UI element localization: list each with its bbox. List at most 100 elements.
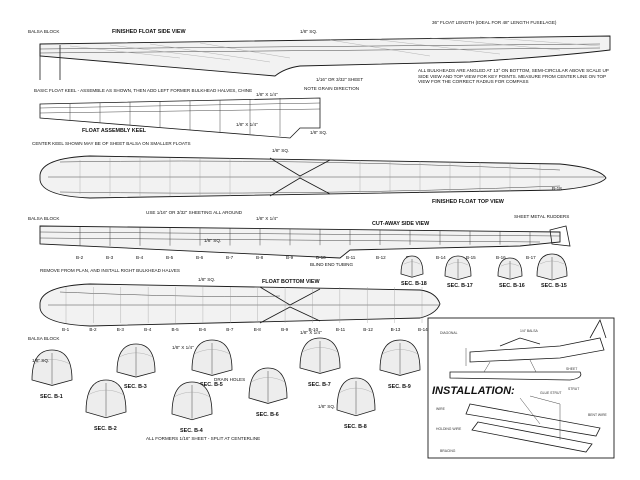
front-sections-sq-a: 1/8" SQ. [32,358,49,363]
front-section-former [248,367,288,404]
bottom-view-sq: 1/8" SQ. [198,277,215,282]
rear-section-former [497,257,523,280]
cutaway-station-label: B-5 [166,255,174,260]
svg-text:STRUT: STRUT [568,387,579,391]
former-grain [88,389,124,395]
front-section-label: SEC. B-8 [344,424,367,430]
rear-section-label: SEC. B-17 [447,283,473,289]
rear-section-label: SEC. B-16 [499,283,525,289]
bottom-station-label: B-3 [117,327,125,332]
front-section-label: SEC. B-2 [94,426,117,432]
front-section-former [379,339,421,376]
cutaway-hull [39,225,561,259]
cutaway-station-label: B-2 [76,255,84,260]
float-length-note: 36" FLOAT LENGTH (IDEAL FOR 48" LENGTH F… [432,20,557,25]
bulkhead-note: ALL BULKHEADS ARE ANGLED AT 13° ON BOTTO… [418,68,609,85]
keel-title: FLOAT ASSEMBLY KEEL [82,128,147,134]
front-sections-formers-note: ALL FORMERS 1/16" SHEET - SPLIT AT CENTE… [146,436,260,441]
former-grain [447,262,469,266]
cutaway-station-label: B-11 [346,255,356,260]
front-section-former [31,349,73,386]
cutaway-strip: 1/8" X 1/4" [256,216,278,221]
cutaway-remove-note: REMOVE FROM PLAN, AND INSTALL RIGHT BULK… [40,268,180,273]
keel-center-note: CENTER KEEL SHOWN MAY BE OF SHEET BALSA … [32,141,191,146]
top-view-station: B-18 [552,186,562,191]
svg-text:BENT WIRE: BENT WIRE [588,413,608,417]
former-grain [119,352,153,357]
side-view-grain: NOTE GRAIN DIRECTION [304,86,359,91]
front-section-label: SEC. B-4 [180,428,203,434]
bottom-station-label: B-7 [226,327,234,332]
cutaway-station-label: B-8 [256,255,264,260]
front-section-label: SEC. B-9 [388,384,411,390]
rear-section-label: SEC. B-15 [541,283,567,289]
svg-text:HOLDING WIRE: HOLDING WIRE [436,427,462,431]
side-view-sheet: 1/16" OR 3/32" SHEET [316,77,363,82]
bulkhead-note-box: ALL BULKHEADS ARE ANGLED AT 13° ON BOTTO… [418,68,609,85]
side-view-balsa-block: BALSA BLOCK [28,29,60,34]
cutaway-station-label: B-10 [316,255,326,260]
cutaway-station-label: B-6 [196,255,204,260]
former-grain [403,261,421,265]
rear-section-former [400,255,424,278]
bottom-station-label: B-9 [281,327,289,332]
bottom-station-label: B-2 [89,327,97,332]
cutaway-rudders: SHEET METAL RUDDERS [514,214,569,219]
cutaway-station-label: B-14 [436,255,446,260]
cutaway-station-label: B-3 [106,255,114,260]
former-grain [174,391,210,397]
keel-outline [39,97,321,139]
former-grain [382,349,418,354]
bottom-station-label: B-11 [336,327,346,332]
side-view: BALSA BLOCK FINISHED FLOAT SIDE VIEW 1/8… [28,29,611,91]
cutaway-tubing: BLIND END TUBING [310,262,353,267]
side-view-hull [39,35,611,77]
svg-text:SHEET: SHEET [566,367,577,371]
bottom-view-strip: 1/8" X 1/4" [300,330,322,335]
front-section-label: SEC. B-3 [124,384,147,390]
former-grain [251,377,285,382]
cutaway-station-label: B-9 [286,255,294,260]
cutaway-sq: 1/8" SQ. [204,238,221,243]
bottom-station-label: B-14 [418,327,428,332]
cutaway-station-label: B-17 [526,255,536,260]
front-sections-drain: DRAIN HOLES [214,377,245,382]
cutaway-balsa-block: BALSA BLOCK [28,216,60,221]
front-section-label: SEC. B-6 [256,412,279,418]
svg-text:1/4" BALSA: 1/4" BALSA [520,329,539,333]
front-section-label: SEC. B-5 [200,382,223,388]
keel-basic-note: BASIC FLOAT KEEL - ASSEMBLE AS SHOWN, TH… [34,88,252,93]
bottom-station-label: B-10 [308,327,318,332]
front-section-former [191,339,233,376]
front-section-label: SEC. B-1 [40,394,63,400]
svg-text:DIAGONAL: DIAGONAL [440,331,458,335]
rear-section-former [536,253,568,281]
bottom-station-label: B-12 [363,327,373,332]
side-view-title: FINISHED FLOAT SIDE VIEW [112,29,186,35]
keel-strip-a: 1/8" X 1/4" [256,92,278,97]
installation-inset: DIAGONAL 1/4" BALSA SHEET STRUT WIRE HOLDIN… [427,317,615,459]
front-section-former [171,381,213,421]
front-section-former [336,377,376,417]
front-sections-sq-b: 1/8" SQ. [318,404,335,409]
front-sections-strip: 1/8" X 1/4" [172,345,194,350]
cutaway-station-label: B-16 [496,255,506,260]
svg-text:WIRE: WIRE [436,407,446,411]
installation-title: INSTALLATION: [432,385,515,397]
bottom-view-title: FLOAT BOTTOM VIEW [262,279,321,285]
front-section-former [85,379,127,419]
cutaway-station-label: B-4 [136,255,144,260]
former-grain [34,359,70,364]
former-grain [539,260,565,265]
top-view-sq: 1/8" SQ. [272,148,289,153]
rear-section-former [444,255,472,281]
cutaway-view: B-2B-3B-4B-5B-6B-7B-8B-9B-10B-11B-12B-13… [28,214,571,273]
cutaway-station-label: B-12 [376,255,386,260]
bottom-station-label: B-8 [254,327,262,332]
front-section-former [116,343,156,378]
bottom-station-label: B-4 [144,327,152,332]
bottom-station-label: B-1 [62,327,70,332]
former-grain [302,347,338,352]
